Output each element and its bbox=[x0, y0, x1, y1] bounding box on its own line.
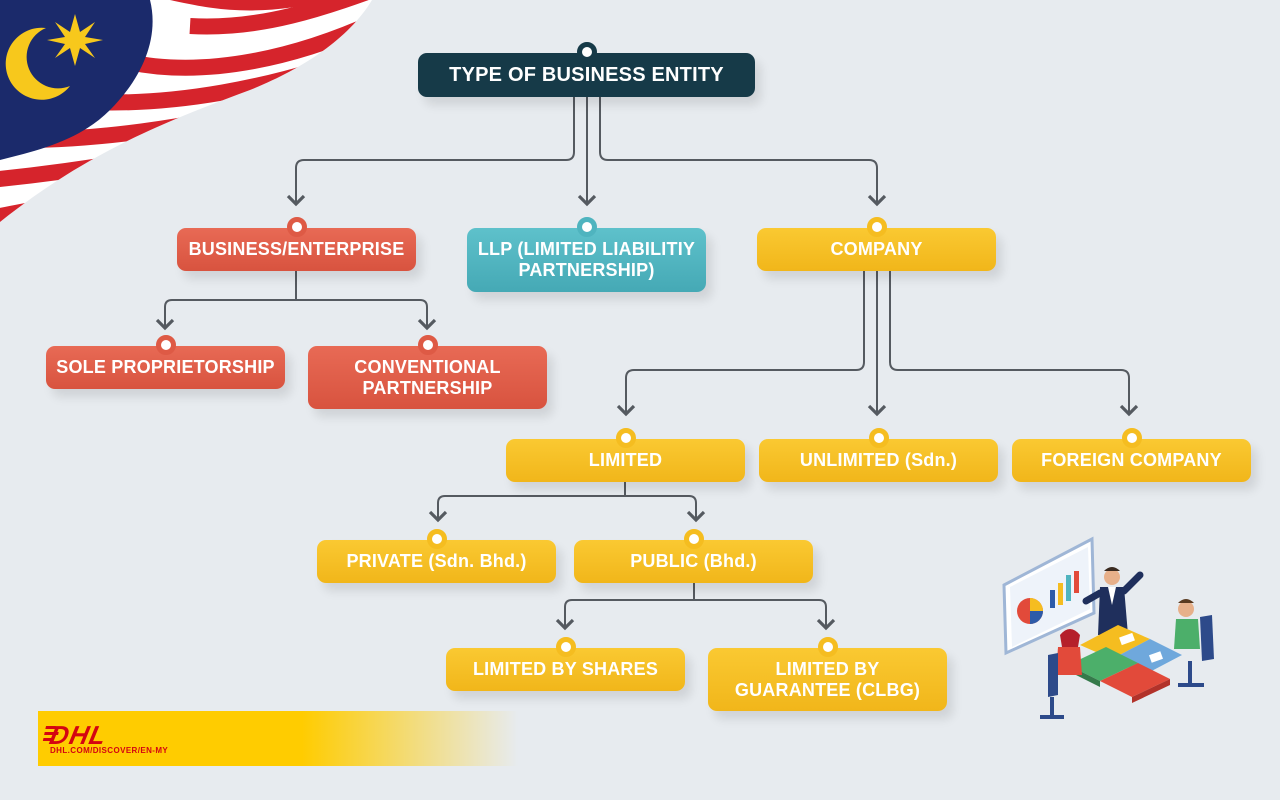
node-business-enterprise: BUSINESS/ENTERPRISE bbox=[177, 217, 416, 271]
node-label: LIMITED BY SHARES bbox=[472, 659, 659, 679]
node-label: COMPANY bbox=[830, 239, 923, 259]
connector-dot bbox=[426, 529, 447, 549]
node-limited-by-shares: LIMITED BY SHARES bbox=[446, 637, 685, 691]
connector-dot bbox=[155, 335, 176, 355]
connector-dot bbox=[1121, 428, 1142, 448]
node-label: BUSINESS/ENTERPRISE bbox=[188, 239, 405, 259]
node-label: FOREIGN COMPANY bbox=[1041, 450, 1222, 470]
connector-dot bbox=[576, 217, 597, 237]
node-label: SOLE PROPRIETORSHIP bbox=[56, 357, 275, 377]
connector-dot bbox=[683, 529, 704, 549]
dhl-url: DHL.COM/DISCOVER/EN-MY bbox=[50, 746, 169, 755]
node-label: PRIVATE (Sdn. Bhd.) bbox=[346, 551, 527, 571]
node-label: PUBLIC (Bhd.) bbox=[630, 551, 757, 571]
connector-dot bbox=[817, 637, 838, 657]
node-label: CONVENTIONAL PARTNERSHIP bbox=[354, 356, 501, 398]
node-label: TYPE OF BUSINESS ENTITY bbox=[449, 63, 724, 86]
node-foreign-company: FOREIGN COMPANY bbox=[1012, 428, 1251, 482]
connector-dot bbox=[866, 217, 887, 237]
business-meeting-illustration bbox=[1002, 536, 1214, 719]
node-llp: LLP (LIMITED LIABILITIY PARTNERSHIP) bbox=[467, 217, 706, 292]
connector-dot bbox=[417, 335, 438, 355]
node-type-of-business-entity: TYPE OF BUSINESS ENTITY bbox=[418, 42, 755, 97]
connector-dot bbox=[615, 428, 636, 448]
dhl-banner: DHL DHL.COM/DISCOVER/EN-MY bbox=[38, 711, 518, 766]
node-company: COMPANY bbox=[757, 217, 996, 271]
node-private: PRIVATE (Sdn. Bhd.) bbox=[317, 529, 556, 583]
node-unlimited: UNLIMITED (Sdn.) bbox=[759, 428, 998, 482]
node-limited: LIMITED bbox=[506, 428, 745, 482]
node-limited-by-guarantee: LIMITED BY GUARANTEE (CLBG) bbox=[708, 637, 947, 711]
node-conventional-partnership: CONVENTIONAL PARTNERSHIP bbox=[308, 335, 547, 409]
node-label: UNLIMITED (Sdn.) bbox=[799, 450, 958, 470]
node-label: LIMITED bbox=[588, 450, 663, 470]
connector-dot bbox=[555, 637, 576, 657]
malaysia-flag-decoration bbox=[0, 0, 372, 222]
node-label: LIMITED BY GUARANTEE (CLBG) bbox=[734, 658, 921, 700]
node-label: LLP (LIMITED LIABILITIY PARTNERSHIP) bbox=[477, 239, 696, 280]
node-sole-proprietorship: SOLE PROPRIETORSHIP bbox=[46, 335, 285, 389]
node-public: PUBLIC (Bhd.) bbox=[574, 529, 813, 583]
connector-dot bbox=[576, 42, 597, 62]
connector-dot bbox=[868, 428, 889, 448]
connector-dot bbox=[286, 217, 307, 237]
